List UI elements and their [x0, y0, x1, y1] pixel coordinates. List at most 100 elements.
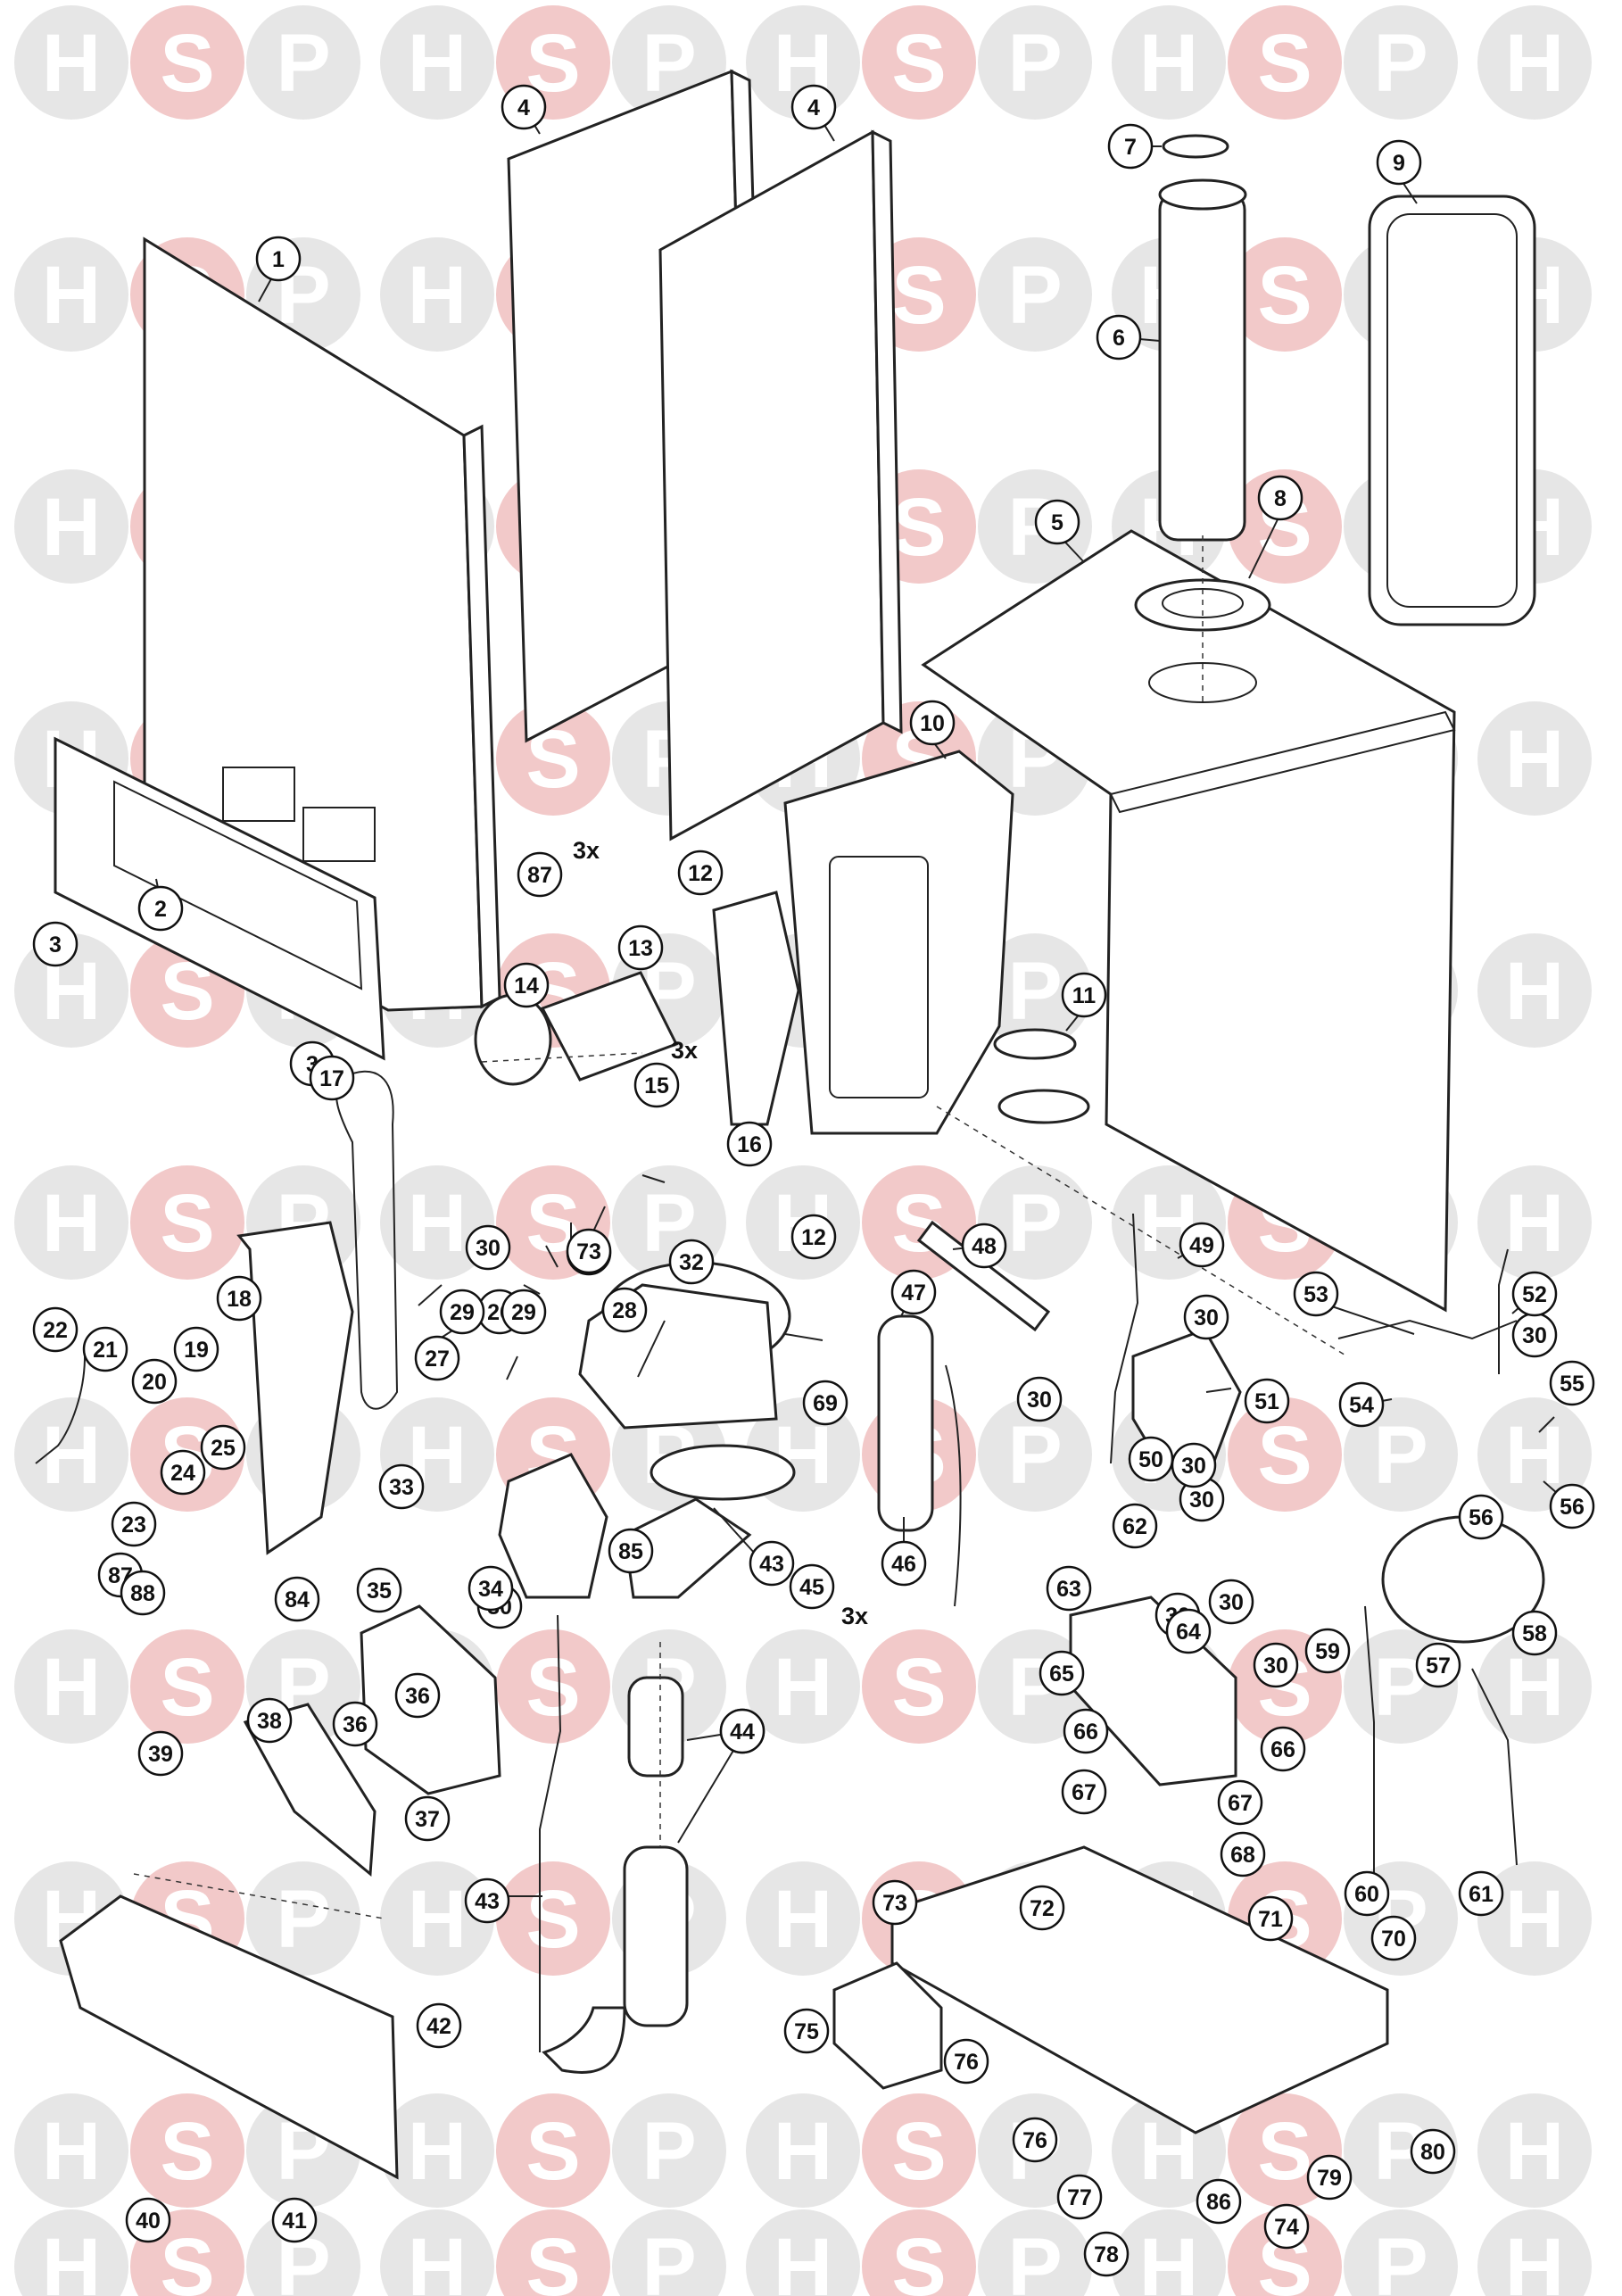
callout-bubble [404, 1795, 451, 1842]
callout-48: 48 [961, 1223, 1007, 1269]
callout-number: 18 [227, 1287, 252, 1312]
callout-bubble [1260, 1726, 1306, 1772]
watermark-letter: H [408, 1874, 467, 1965]
callout-80: 80 [1410, 2128, 1456, 2175]
leader-line [418, 1284, 443, 1306]
watermark-letter: H [1139, 18, 1198, 109]
callout-66: 66 [1063, 1708, 1109, 1754]
callout-bubble [1415, 1642, 1461, 1688]
callout-number: 6 [1113, 326, 1125, 351]
callout-55: 55 [1549, 1360, 1595, 1406]
callout-bubble [601, 1287, 648, 1333]
leader-line [1538, 1416, 1555, 1433]
pipe-51 [1498, 1248, 1509, 1374]
callout-bubble [82, 1326, 128, 1372]
callout-bubble [1376, 139, 1422, 186]
callout-78: 78 [1083, 2231, 1130, 2277]
callout-bubble [309, 1055, 355, 1101]
watermark-letter: P [1007, 1178, 1062, 1269]
callout-bubble [1220, 1831, 1266, 1877]
callout-bubble [1061, 972, 1107, 1018]
callout-number: 33 [389, 1475, 414, 1500]
callout-bubble [608, 1528, 654, 1574]
callout-5: 5 [1034, 499, 1080, 545]
watermark-circle [746, 2093, 860, 2208]
callout-number: 12 [688, 861, 713, 886]
watermark-letter: H [1505, 946, 1564, 1037]
callout-43: 43 [749, 1540, 795, 1587]
watermark-circle [14, 1629, 128, 1744]
leader-line [784, 1333, 823, 1341]
callout-bubble [517, 851, 563, 898]
callout-38: 38 [246, 1697, 293, 1744]
leader-line [592, 1206, 606, 1232]
watermark-circle [612, 2093, 726, 2208]
callout-number: 56 [1469, 1505, 1494, 1530]
watermark-circle [978, 469, 1092, 584]
callout-number: 53 [1303, 1282, 1328, 1307]
callout-3: 3 [32, 921, 79, 967]
callout-number: 73 [882, 1891, 907, 1916]
callout-number: 68 [1230, 1843, 1255, 1868]
callout-bubble [271, 2197, 318, 2243]
callout-10: 10 [909, 700, 956, 746]
callout-bubble [1458, 1870, 1504, 1917]
callout-number: 71 [1258, 1907, 1283, 1932]
flow-pipe-48 [1110, 1213, 1139, 1464]
heat-exchanger-10 [783, 750, 1014, 1135]
callout-24: 24 [160, 1449, 206, 1496]
callout-number: 41 [282, 2209, 307, 2234]
callout-bubble [465, 1224, 511, 1271]
guide-lines [133, 535, 1348, 1919]
watermark-letter: H [42, 482, 101, 573]
callout-bubble [749, 1540, 795, 1587]
watermark-letter: H [42, 1642, 101, 1733]
watermark-letter: S [525, 2222, 580, 2296]
watermark-letter: H [774, 2222, 832, 2296]
callout-number: 2 [154, 897, 167, 922]
callout-bubble [439, 1289, 485, 1335]
sensor-lead-22 [35, 1355, 86, 1464]
callout-14: 14 [503, 962, 550, 1008]
callout-number: 43 [759, 1552, 784, 1577]
watermark-circle [380, 2093, 494, 2208]
callout-number: 76 [1022, 2128, 1047, 2153]
watermark-letter: S [891, 2222, 946, 2296]
gas-pipe-42 [539, 1614, 562, 2052]
callout-bubble [1253, 1642, 1299, 1688]
callout-bubble [668, 1239, 715, 1285]
callout-7: 7 [1107, 123, 1154, 170]
watermark-letter: H [42, 1178, 101, 1269]
callout-bubble [468, 1565, 514, 1612]
callout-30: 30 [1511, 1312, 1558, 1358]
burner-13 [540, 971, 679, 1082]
watermark-circle [978, 933, 1092, 1048]
callout-64: 64 [1165, 1608, 1212, 1654]
watermark-circle [380, 5, 494, 120]
callout-28: 28 [601, 1287, 648, 1333]
callout-number: 54 [1349, 1393, 1374, 1418]
callout-68: 68 [1220, 1831, 1266, 1877]
callout-number: 79 [1317, 2166, 1342, 2191]
callout-4: 4 [790, 84, 837, 130]
callout-bubble [332, 1701, 378, 1747]
callout-number: 61 [1469, 1882, 1494, 1907]
callout-66: 66 [1260, 1726, 1306, 1772]
callout-bubble [32, 921, 79, 967]
callout-53: 53 [1293, 1271, 1339, 1317]
watermark-circle [130, 1165, 244, 1280]
callout-number: 30 [476, 1236, 501, 1261]
callout-17: 17 [309, 1055, 355, 1101]
watermark-circle [130, 1629, 244, 1744]
watermark-letter: S [160, 1642, 214, 1733]
qty-label-86: 3x [573, 837, 600, 864]
watermark-letter: H [408, 250, 467, 341]
callout-84: 84 [274, 1576, 320, 1622]
leader-line [637, 1320, 666, 1378]
callout-bubble [378, 1463, 425, 1510]
callout-number: 88 [130, 1581, 155, 1606]
callout-number: 57 [1426, 1654, 1451, 1678]
watermark-letter: H [1505, 1410, 1564, 1501]
callout-9: 9 [1376, 139, 1422, 186]
